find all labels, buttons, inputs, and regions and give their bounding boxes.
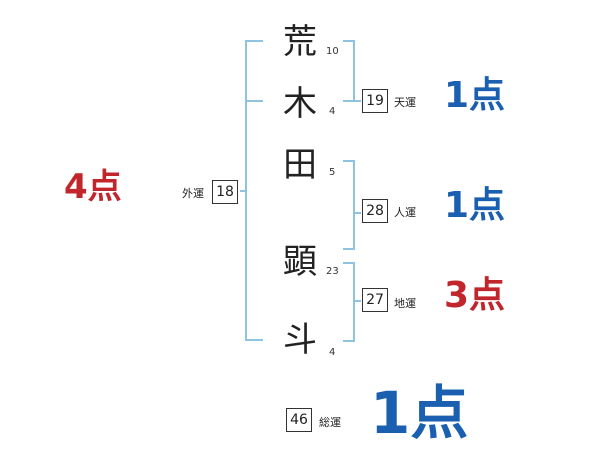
name-char-5: 斗 [283,320,317,360]
outer-bracket-connector [240,190,246,192]
outer-bracket-vertical [245,40,247,341]
stroke-count-3: 5 [329,167,336,178]
jinkaku-bracket-top [343,160,355,162]
tenkaku-value: 19 [362,89,388,113]
outer-bracket-mid [245,100,263,102]
soukaku-value: 46 [286,408,312,432]
tenkaku-bracket-bottom [343,100,355,102]
tenkaku-score: 1点 [444,75,506,116]
tenkaku-bracket-vertical [353,40,355,102]
stroke-count-5: 4 [329,347,336,358]
tenkaku-bracket-connector [355,100,361,102]
jinkaku-bracket-vertical [353,160,355,250]
chikaku-bracket-connector [355,300,361,302]
gaikaku-value: 18 [212,180,238,204]
tenkaku-label: 天運 [394,96,416,109]
stroke-count-2: 4 [329,106,336,117]
soukaku-label: 総運 [319,416,341,429]
name-char-1: 荒 [283,22,317,62]
name-char-3: 田 [283,145,317,185]
outer-bracket-top [245,40,263,42]
jinkaku-value: 28 [362,199,388,223]
stroke-count-1: 10 [326,46,339,57]
chikaku-value: 27 [362,288,388,312]
outer-bracket-bottom [245,339,263,341]
gaikaku-score: 4点 [64,167,122,207]
stroke-count-4: 23 [326,266,339,277]
chikaku-bracket-vertical [353,262,355,342]
tenkaku-bracket-top [343,40,355,42]
jinkaku-bracket-bottom [343,248,355,250]
chikaku-bracket-bottom [343,340,355,342]
chikaku-bracket-top [343,262,355,264]
name-char-4: 顕 [283,242,317,282]
soukaku-score: 1点 [370,379,469,447]
jinkaku-score: 1点 [444,185,506,226]
gaikaku-label: 外運 [182,187,204,200]
name-char-2: 木 [283,84,317,124]
chikaku-score: 3点 [444,275,506,316]
jinkaku-bracket-connector [355,212,361,214]
chikaku-label: 地運 [394,297,416,310]
jinkaku-label: 人運 [394,206,416,219]
